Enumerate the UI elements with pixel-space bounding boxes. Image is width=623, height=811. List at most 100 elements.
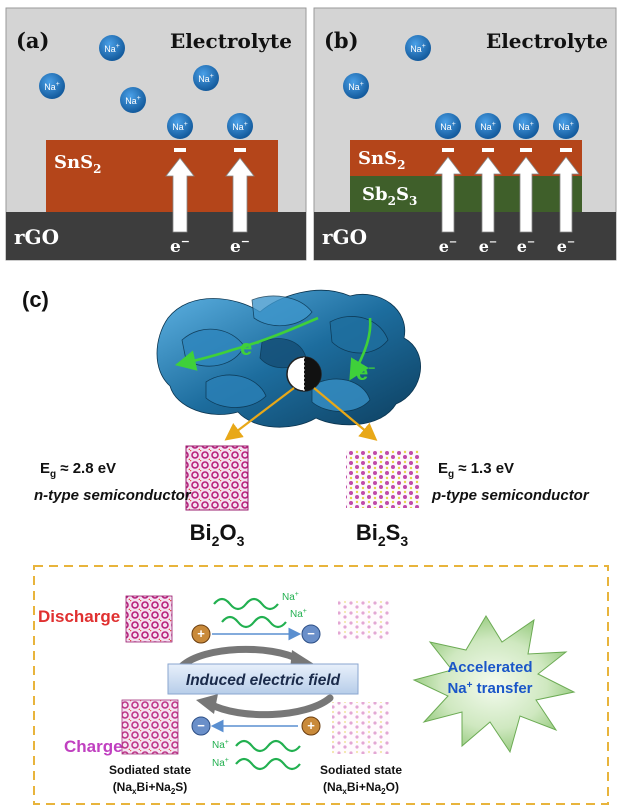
svg-text:Na+: Na+: [518, 121, 534, 132]
svg-text:e−: e−: [479, 237, 498, 256]
discharge-bi2o3-crystal: [125, 595, 173, 643]
mechanism-box: Discharge Charge + − − + Na+ Na+ Na+ Na+…: [33, 565, 609, 805]
accelerated-transfer-burst: [412, 615, 576, 754]
sodiated-right-formula: (NaxBi+Na2O): [323, 780, 399, 796]
panel-a: (a) Electrolyte SnS2 rGO Na+ Na+ Na+ Na+…: [5, 7, 307, 261]
panel-a-na-ion: Na+: [99, 35, 125, 61]
svg-text:+: +: [197, 626, 205, 641]
panel-b-rgo-label: rGO: [322, 225, 367, 249]
induced-field-box: [167, 663, 359, 695]
panel-a-electrolyte-label: Electrolyte: [170, 29, 292, 53]
panel-a-electron-arrow: e−: [165, 157, 195, 257]
svg-text:Na+: Na+: [172, 121, 188, 132]
panel-b-sns2-label: SnS2: [358, 148, 405, 172]
panel-b-na-ion: Na+: [513, 113, 539, 139]
panel-b-electrolyte-label: Electrolyte: [486, 29, 608, 53]
svg-text:+: +: [307, 718, 315, 733]
bi2s3-crystal-structure: [346, 450, 420, 508]
panel-a-na-ion: Na+: [227, 113, 253, 139]
arrow-to-bi2o3: [224, 387, 295, 441]
accelerated-label-line2: Na+ transfer: [447, 680, 532, 697]
panel-c-label: (c): [22, 287, 49, 312]
panel-a-na-ion: Na+: [193, 65, 219, 91]
svg-text:Na+: Na+: [125, 95, 141, 106]
na-wave-bottom-1: [235, 739, 301, 753]
electron-flow-arrow-right: [349, 317, 372, 381]
panel-b-negative-charge: [482, 148, 494, 152]
electron-flow-arrow-left: [174, 316, 319, 371]
panel-c: (c) e− e− Eg ≈ 2.8 eV n: [22, 287, 590, 549]
bi2s3-semiconductor-type: p-type semiconductor: [431, 487, 590, 504]
sodiated-left-title: Sodiated state: [109, 763, 191, 777]
discharge-bi2s3-crystal: [338, 600, 390, 640]
induced-field-label: Induced electric field: [186, 672, 341, 689]
electron-label-left: e−: [240, 335, 259, 360]
charge-sodiated-right-crystal: [332, 702, 390, 754]
panel-a-label: (a): [16, 28, 49, 53]
cycle-arrow-upper: [178, 645, 304, 670]
panel-b: (b) Electrolyte SnS2 Sb2S3 rGO Na+ Na+ N…: [313, 7, 617, 261]
panel-a-negative-charge: [174, 148, 186, 152]
svg-text:Na+: Na+: [480, 121, 496, 132]
accelerated-label-line1: Accelerated: [447, 659, 532, 676]
panel-b-na-ion: Na+: [405, 35, 431, 61]
panel-b-negative-charge: [560, 148, 572, 152]
panel-b-na-ion: Na+: [435, 113, 461, 139]
na-label-top-1: Na+: [282, 591, 299, 603]
na-wave-bottom-2: [235, 757, 301, 771]
svg-text:Na+: Na+: [198, 73, 214, 84]
minus-marker-top: −: [301, 624, 321, 644]
svg-text:e−: e−: [557, 237, 576, 256]
svg-text:Na+: Na+: [558, 121, 574, 132]
panel-a-na-ion: Na+: [167, 113, 193, 139]
panel-a-sns2-label: SnS2: [54, 152, 101, 176]
panel-b-sb2s3-layer: [350, 176, 582, 212]
charge-label: Charge: [64, 737, 123, 756]
panel-b-electron-arrow: e−: [552, 156, 580, 256]
sodiated-right-title: Sodiated state: [320, 763, 402, 777]
svg-text:e−: e−: [170, 235, 190, 257]
svg-text:Na+: Na+: [410, 43, 426, 54]
panel-b-sns2-layer: [350, 140, 582, 176]
panel-a-negative-charge: [234, 148, 246, 152]
svg-text:Na+: Na+: [232, 121, 248, 132]
panel-a-na-ion: Na+: [120, 87, 146, 113]
panel-b-na-ion: Na+: [475, 113, 501, 139]
na-wave-top-1: [213, 597, 279, 611]
panel-b-na-ion: Na+: [343, 73, 369, 99]
panel-b-sb2s3-label: Sb2S3: [362, 184, 417, 208]
panel-b-negative-charge: [442, 148, 454, 152]
sodiated-left-formula: (NaxBi+Na2S): [113, 780, 188, 796]
svg-text:−: −: [307, 626, 315, 641]
svg-text:Na+: Na+: [440, 121, 456, 132]
svg-text:Na+: Na+: [104, 43, 120, 54]
heterojunction-particle-icon: [286, 356, 322, 392]
svg-text:e−: e−: [517, 237, 536, 256]
plus-marker-top: +: [191, 624, 211, 644]
svg-text:e−: e−: [439, 237, 458, 256]
na-label-bottom-1: Na+: [212, 739, 229, 751]
panel-b-electron-arrow: e−: [474, 156, 502, 256]
na-label-top-2: Na+: [290, 608, 307, 620]
bi2o3-crystal-structure: [185, 445, 249, 511]
minus-marker-bottom: −: [191, 716, 211, 736]
panel-a-na-ion: Na+: [39, 73, 65, 99]
cycle-arrow-lower-head: [196, 694, 218, 714]
svg-text:Na+: Na+: [44, 81, 60, 92]
panel-b-na-ion: Na+: [553, 113, 579, 139]
panel-a-rgo-label: rGO: [14, 225, 59, 249]
arrow-to-bi2s3: [313, 387, 378, 441]
panel-a-rgo-layer: [6, 212, 306, 260]
na-label-bottom-2: Na+: [212, 757, 229, 769]
panel-b-electron-arrow: e−: [434, 156, 462, 256]
bi2s3-formula: Bi2S3: [356, 520, 408, 549]
bi2o3-formula: Bi2O3: [190, 520, 245, 549]
na-wave-top-2: [221, 615, 287, 629]
rgo-flake-cluster: [156, 289, 421, 428]
plus-marker-bottom: +: [301, 716, 321, 736]
svg-text:Na+: Na+: [348, 81, 364, 92]
svg-text:−: −: [197, 718, 205, 733]
electron-label-right: e−: [356, 360, 375, 385]
svg-text:e−: e−: [230, 235, 250, 257]
